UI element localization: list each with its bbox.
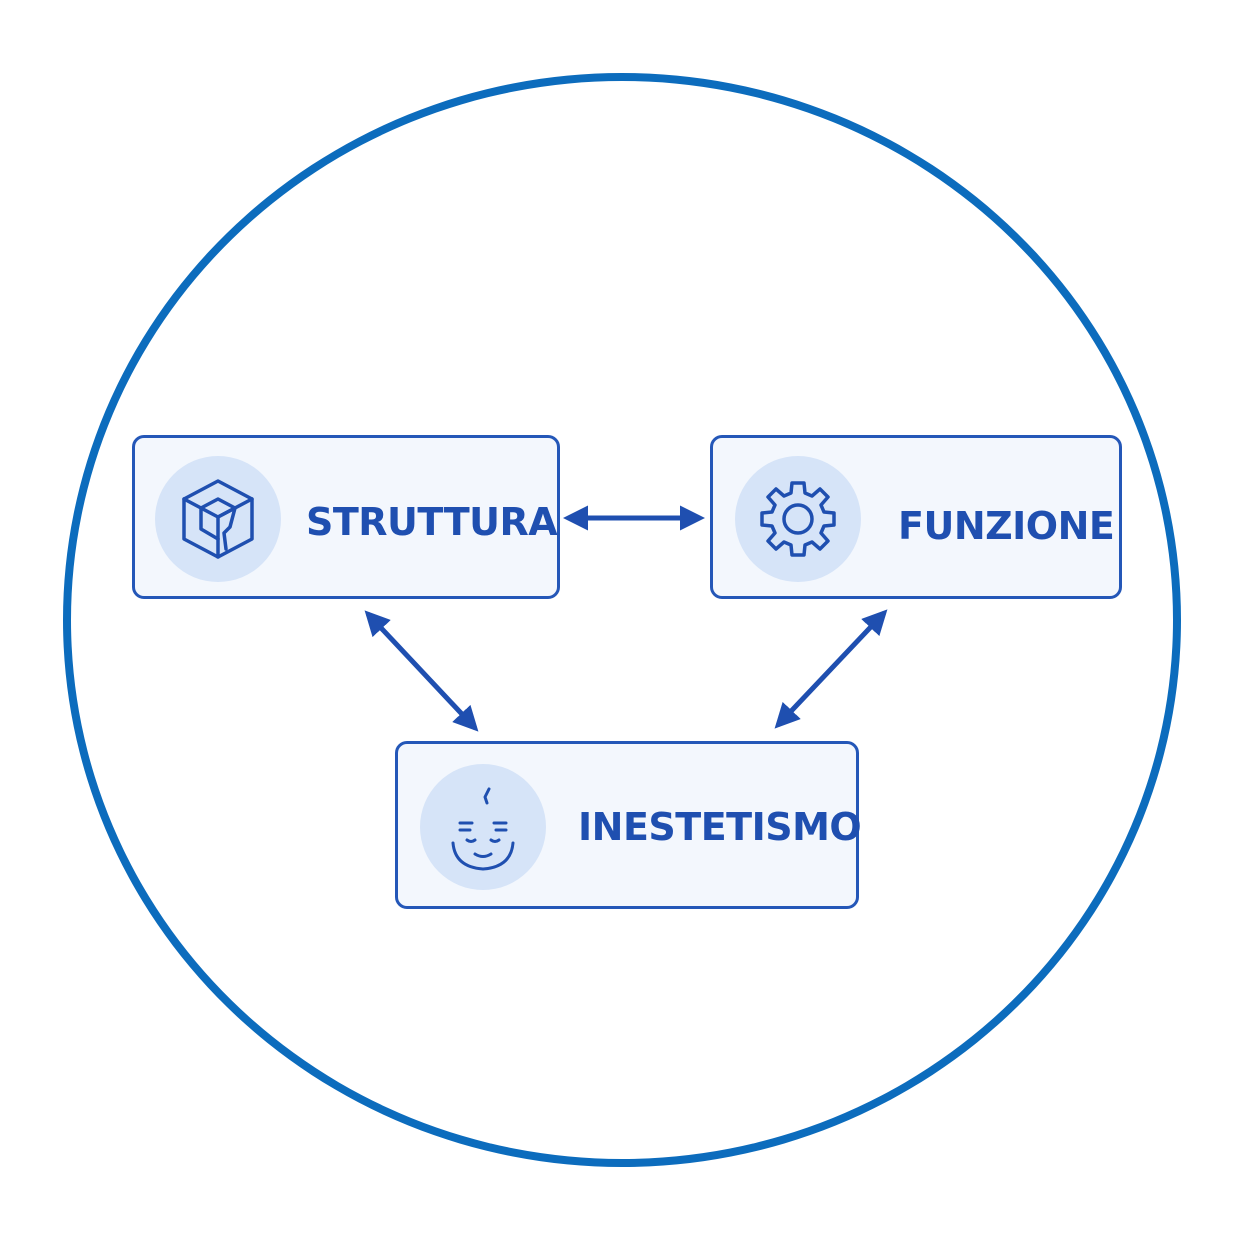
enclosing-circle bbox=[63, 73, 1181, 1167]
funzione-label: FUNZIONE bbox=[898, 504, 1115, 548]
face-icon bbox=[451, 787, 515, 871]
struttura-label: STRUTTURA bbox=[306, 500, 558, 544]
funzione-icon-badge bbox=[735, 456, 861, 582]
cube-icon bbox=[182, 479, 254, 559]
node-funzione bbox=[710, 435, 1122, 599]
node-struttura bbox=[132, 435, 560, 599]
gear-icon bbox=[760, 481, 836, 557]
node-inestetismo bbox=[395, 741, 859, 909]
inestetismo-label: INESTETISMO bbox=[578, 805, 862, 849]
struttura-icon-badge bbox=[155, 456, 281, 582]
inestetismo-icon-badge bbox=[420, 764, 546, 890]
